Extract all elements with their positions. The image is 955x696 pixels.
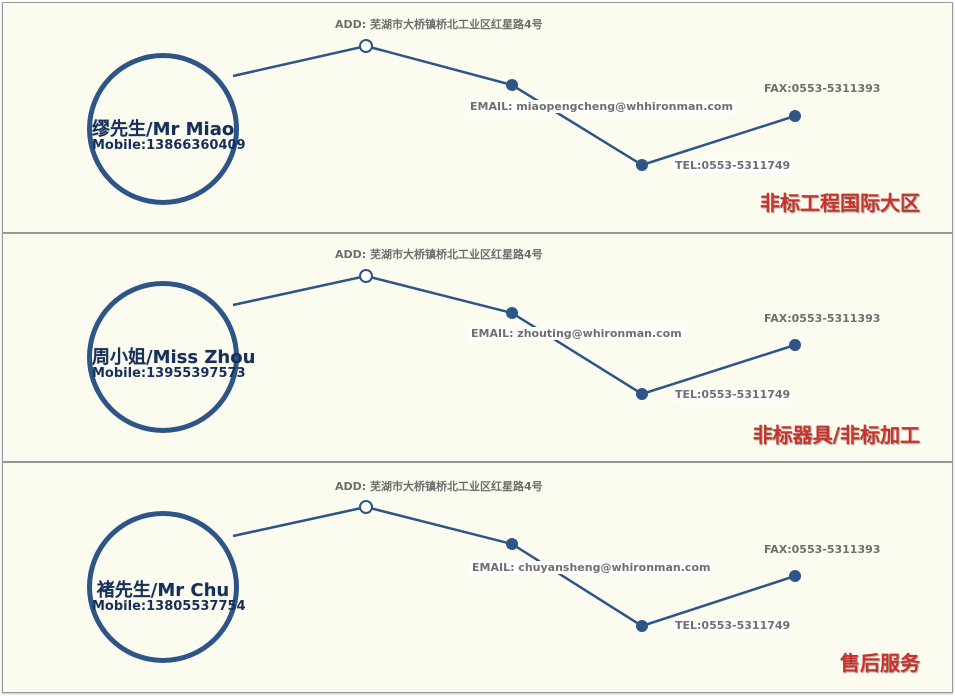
department-label: 非标器具/非标加工 [752,423,920,447]
profile-circle: 周小姐/Miss Zhou Mobile:13955397573 [87,281,256,433]
tel-label: TEL:0553-5311749 [673,619,793,632]
tel-node [636,159,648,171]
fax-label: FAX:0553-5311393 [764,543,881,556]
mobile-number: Mobile:13805537754 [92,599,246,614]
fax-label: FAX:0553-5311393 [764,82,881,95]
mobile-number: Mobile:13955397573 [92,366,246,381]
address-node [359,39,373,53]
address-label: ADD: 芜湖市大桥镇桥北工业区红星路4号 [335,480,543,493]
connector-lines [232,39,801,171]
fax-node [789,339,801,351]
email-label: EMAIL: miaopengcheng@whhironman.com [468,100,735,113]
address-node [359,269,373,283]
tel-label: TEL:0553-5311749 [673,388,793,401]
email-node [506,79,518,91]
email-node [506,538,518,550]
department-label: 非标工程国际大区 [760,191,920,215]
tel-node [636,388,648,400]
contact-card-chu: 褚先生/Mr Chu Mobile:13805537754 ADD: 芜湖市大桥… [2,462,953,693]
mobile-number: Mobile:13866360409 [92,138,246,153]
contact-name: 缪先生/Mr Miao [92,119,235,140]
profile-circle: 缪先生/Mr Miao Mobile:13866360409 [87,53,246,205]
department-label: 售后服务 [840,651,920,675]
email-label: EMAIL: zhouting@whironman.com [469,327,684,340]
email-label: EMAIL: chuyansheng@whironman.com [470,561,713,574]
contact-card-zhou: 周小姐/Miss Zhou Mobile:13955397573 ADD: 芜湖… [2,233,953,462]
address-label: ADD: 芜湖市大桥镇桥北工业区红星路4号 [335,248,543,261]
contact-card-miao: 缪先生/Mr Miao Mobile:13866360409 ADD: 芜湖市大… [2,2,953,233]
profile-circle: 褚先生/Mr Chu Mobile:13805537754 [87,511,246,663]
address-label: ADD: 芜湖市大桥镇桥北工业区红星路4号 [335,18,543,31]
fax-node [789,110,801,122]
address-node [359,500,373,514]
connector-lines [232,269,801,400]
contact-name: 周小姐/Miss Zhou [92,347,256,368]
fax-label: FAX:0553-5311393 [764,312,881,325]
tel-label: TEL:0553-5311749 [673,159,793,172]
email-node [506,307,518,319]
connector-lines [232,500,801,632]
tel-node [636,620,648,632]
fax-node [789,570,801,582]
contact-name: 褚先生/Mr Chu [96,580,230,601]
